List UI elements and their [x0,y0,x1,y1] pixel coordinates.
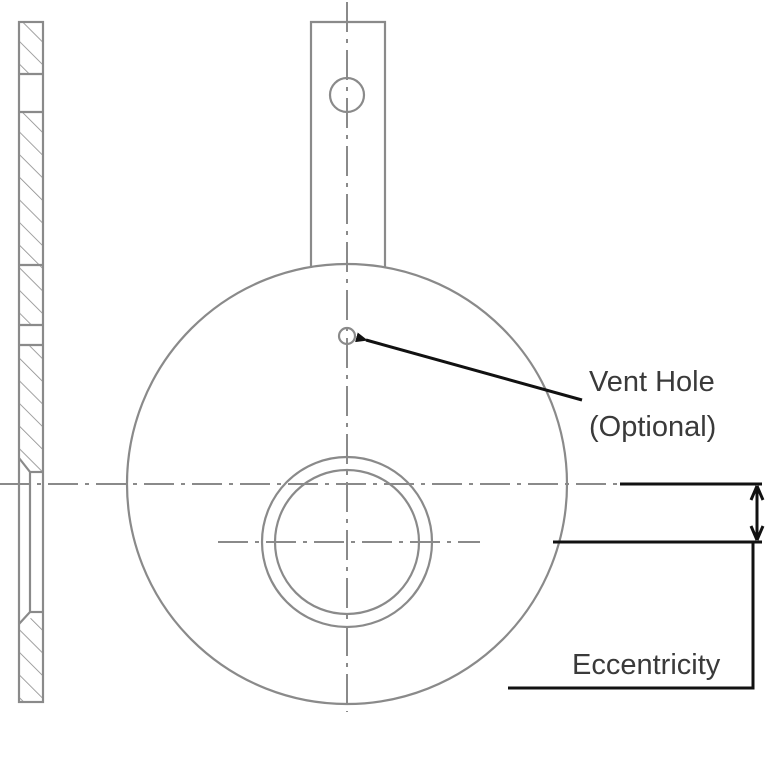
side-tab-hole-gap [20,74,42,112]
side-vent-gap [20,325,42,345]
vent-hole-label: Vent Hole [589,366,715,398]
side-section-view [17,20,45,704]
vent-hole-leader-arrow [355,332,583,402]
eccentricity-label: Eccentricity [572,649,721,681]
eccentricity-label-leader [508,542,755,690]
dimension-arrows [749,485,765,541]
eccentricity-dimension [508,482,765,690]
side-bore-bevel [18,457,32,625]
side-section-outline [17,20,45,704]
vent-hole-optional-label: (Optional) [589,411,717,443]
